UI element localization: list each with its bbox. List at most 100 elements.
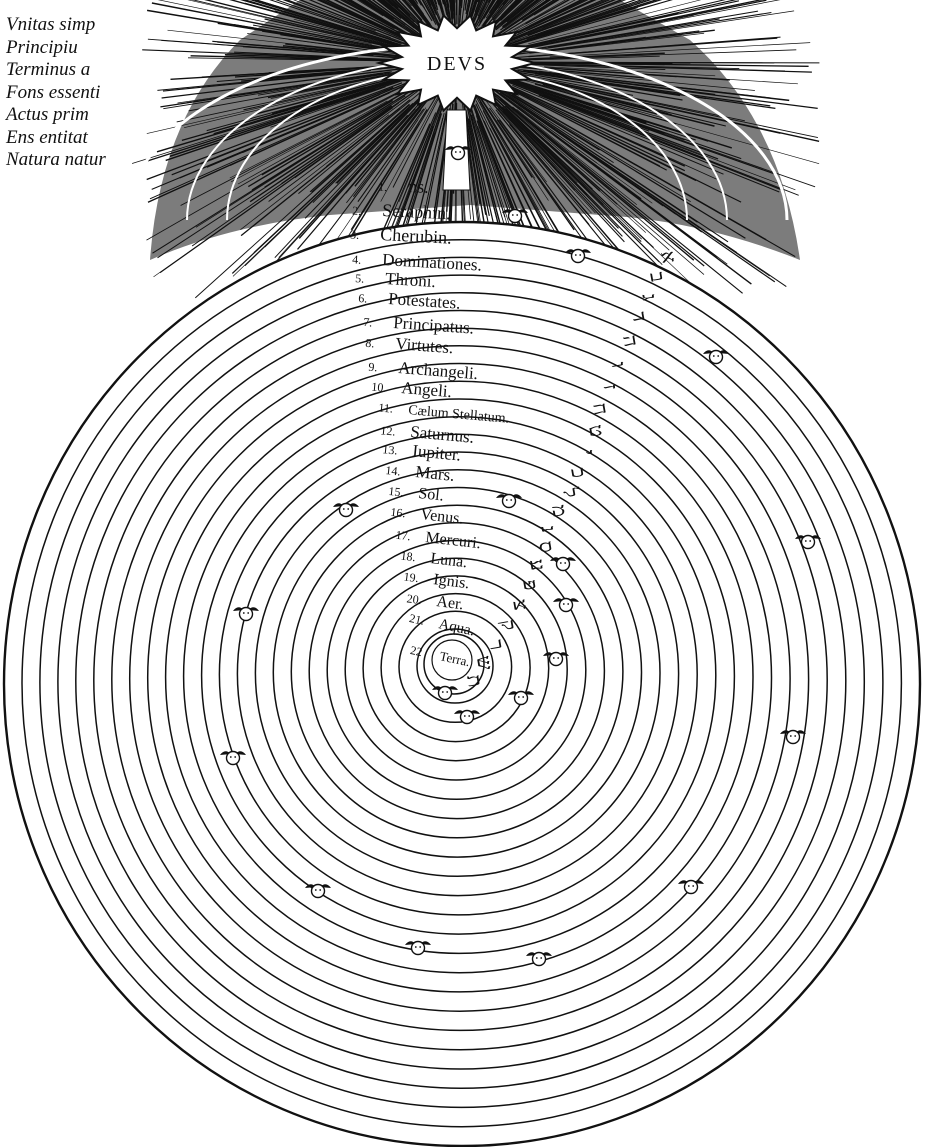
attribute-line: Ens entitat [6,126,88,148]
sphere-number: 2. [352,204,362,218]
sphere-ring [326,539,587,801]
hebrew-letter: ל [558,485,583,499]
winged-cherubs [220,145,821,967]
sphere-number: 19. [403,569,420,585]
sphere-label: 21.Aqua. [408,611,476,639]
sphere-number: 3. [350,227,360,241]
sphere-ring [290,504,624,839]
hebrew-letter: ס [534,539,560,554]
cherub-icon [233,606,259,622]
cherub-icon [502,208,528,224]
attribute-line: Principiu [6,36,78,58]
hebrew-letter: א [656,249,682,265]
sphere-number: 10. [371,380,387,395]
sphere-ring [200,415,717,935]
concentric-spheres [2,220,922,1147]
sphere-name: Ignis. [433,571,471,592]
sphere-name: Aqua. [437,616,476,639]
sphere-ring [75,292,847,1070]
hebrew-letter: י [576,448,601,457]
cherub-icon [550,556,576,572]
hebrew-letter: ח [588,401,614,417]
sphere-ring [272,486,643,858]
sphere-name: Angeli. [401,378,453,401]
hebrew-letter: ג [638,291,663,302]
sphere-number: 5. [355,271,365,286]
hebrew-letter: ש [472,654,498,672]
sphere-name: Potestates. [388,289,461,313]
hebrew-letter: כ [566,466,591,480]
sphere-number: 1. [378,180,388,194]
hebrew-letter: ק [496,617,521,632]
cherub-icon [565,248,591,264]
sphere-ring [254,468,661,878]
sphere-number: 8. [365,336,375,351]
hebrew-letter: נ [537,523,562,534]
sphere-ring [380,592,531,743]
sphere-label: 1. ns. [378,176,429,197]
sphere-number: 15. [388,484,404,499]
sphere-ring [2,220,922,1147]
sphere-number: 7. [363,315,373,330]
sphere-label: 20.Aer. [406,591,465,613]
cherub-icon [678,879,704,895]
hebrew-letter: ב [645,270,670,284]
sphere-ring [182,398,736,955]
hebrew-letter: מ [547,503,573,519]
sphere-label: 16.Venus. [390,505,465,528]
sphere-name: ns. [408,176,429,197]
sphere-number: 22 [409,643,424,659]
sphere-name: Virtutes. [395,334,454,357]
attribute-line: Terminus a [6,59,91,80]
sphere-label: 2.Seraphin. [352,200,451,223]
hebrew-letter: ר [484,638,509,652]
cherub-icon [333,502,359,518]
sphere-label: 17.Mercuri. [395,528,482,553]
sphere-name: Luna. [430,550,469,571]
attribute-list: Vnitas simp Principiu Terminus a Fons es… [6,14,106,172]
sphere-number: 18. [400,549,417,565]
sphere-number: 12. [380,423,396,438]
sphere-number: 11. [378,400,394,415]
sphere-ring [344,557,568,781]
terra-core [431,639,473,681]
sphere-label: 19. Ignis. [403,569,471,592]
hebrew-letter: צ [508,598,533,612]
cherub-icon [703,349,729,365]
sphere-ring [218,433,698,916]
cherub-icon [305,883,331,899]
cherub-icon [795,534,821,550]
sphere-ring [21,238,903,1128]
sphere-name: Cherubin. [380,224,452,248]
sphere-name: Venus. [420,506,465,528]
sphere-label: 6.Potestates. [358,289,461,313]
sphere-label: 14.Mars. [385,462,456,485]
sphere-ring [398,610,513,724]
hebrew-letter: ו [607,360,632,369]
hebrew-letter: ה [618,333,644,349]
attribute-line: Fons essenti [6,81,101,103]
sphere-number: 20. [406,591,423,607]
cherub-icon [496,493,522,509]
cherub-icon [454,709,480,725]
sphere-ring [362,575,550,762]
sphere-label: 8. Virtutes. [365,334,454,357]
sphere-ring [164,380,754,974]
sphere-label: 3. Cherubin. [350,224,452,248]
deus-star [375,13,539,113]
sphere-number: 14. [385,463,401,478]
sphere-ring [57,274,866,1090]
cherub-icon [220,750,246,766]
hebrew-letter: ד [627,310,652,324]
sphere-label: 13.Iupiter. [382,441,462,465]
cloud-shade [150,0,800,260]
sphere-ring [416,628,494,704]
sphere-ring [146,362,773,993]
sphere-number: 17. [395,528,411,544]
cherub-icon [405,940,431,956]
hebrew-letter: ט [584,423,610,439]
deus-label: DEVS [427,53,487,75]
cherub-icon [445,145,471,161]
cherub-icon [553,597,579,613]
